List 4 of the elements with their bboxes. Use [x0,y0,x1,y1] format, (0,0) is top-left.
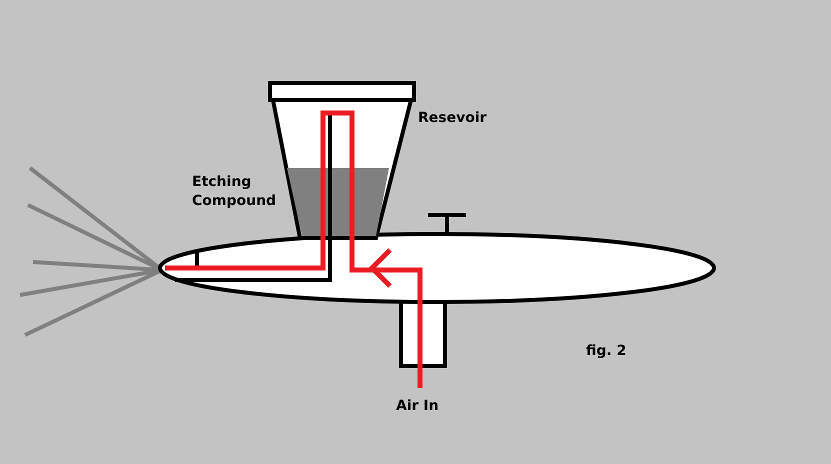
figure-caption: fig. 2 [586,342,626,361]
part-label: Etching Compound [192,173,278,211]
part-label: Air In [396,397,439,416]
part-label: Resevoir [418,109,487,128]
